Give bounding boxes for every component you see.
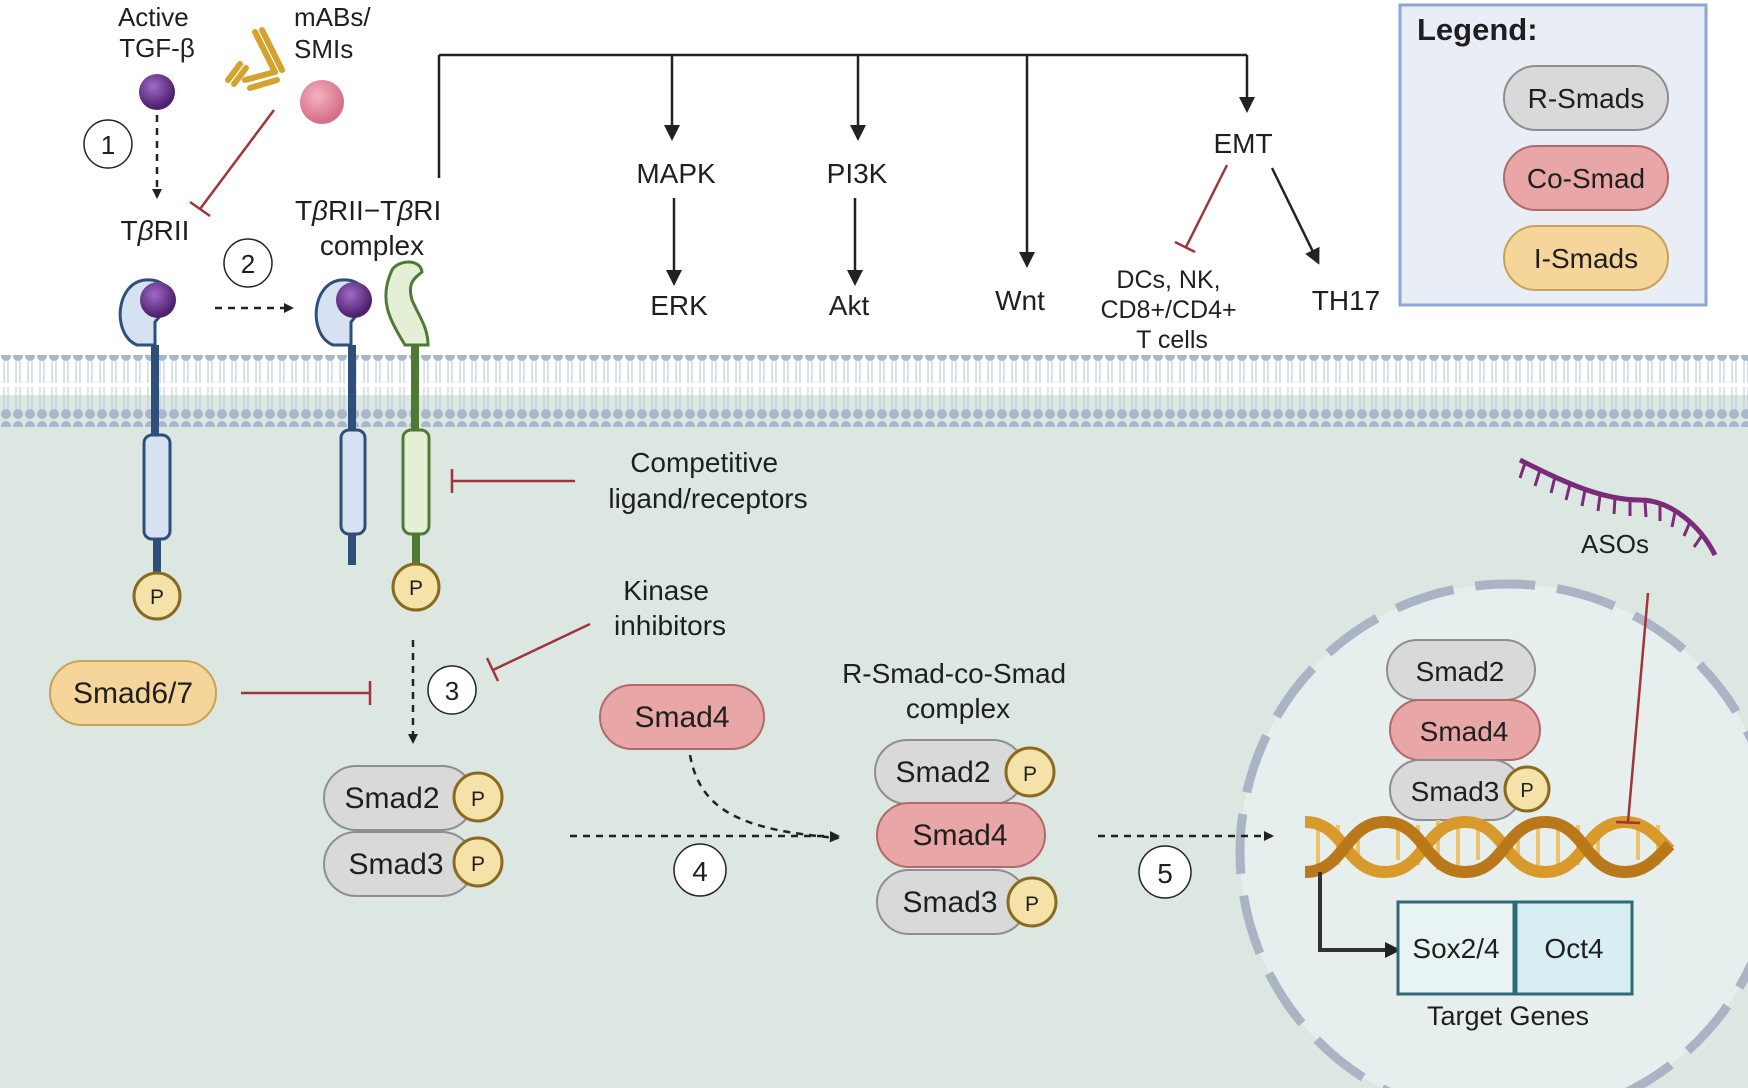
legend-item-i-smads: I-Smads: [1503, 225, 1669, 291]
complex-smad2-pill: Smad2 P: [874, 739, 1056, 805]
rsmad-complex-label: R-Smad-co-Smad complex: [842, 658, 1074, 724]
svg-text:1: 1: [101, 130, 115, 160]
competitive-inhibition: [450, 469, 575, 493]
immune-cells-label: DCs, NK, CD8+/CD4+ T cells: [1100, 266, 1243, 354]
svg-text:P: P: [150, 586, 164, 609]
mapk-label: MAPK: [636, 158, 716, 189]
nuclear-smad4-pill: Smad4: [1389, 699, 1541, 761]
asos-label: ASOs: [1581, 529, 1649, 559]
svg-text:P: P: [471, 788, 485, 811]
legend-item-co-smad: Co-Smad: [1503, 145, 1669, 211]
legend-title: Legend:: [1417, 12, 1538, 47]
svg-text:Smad4: Smad4: [634, 701, 729, 734]
svg-text:Smad3: Smad3: [1411, 776, 1500, 807]
svg-text:Smad2: Smad2: [344, 782, 439, 815]
step-3-marker: 3: [427, 665, 477, 715]
svg-text:5: 5: [1157, 858, 1173, 889]
step-4-marker: 4: [673, 843, 727, 897]
mabs-inhibition: [189, 109, 276, 218]
emt-label: EMT: [1213, 128, 1272, 159]
tbri-receptor-complex: P: [384, 260, 441, 612]
competitive-ligand-label: Competitive ligand/receptors: [608, 447, 807, 514]
svg-text:Smad6/7: Smad6/7: [73, 677, 193, 710]
svg-text:P: P: [471, 853, 485, 876]
tbrii-receptor-complex: [314, 278, 372, 565]
svg-text:Smad3: Smad3: [348, 848, 443, 881]
tbrii-receptor-left: P: [118, 278, 182, 621]
erk-label: ERK: [650, 290, 708, 321]
kinase-inhibition: [485, 622, 591, 682]
svg-text:R-Smads: R-Smads: [1528, 83, 1645, 114]
akt-label: Akt: [829, 290, 870, 321]
step-1-marker: 1: [83, 119, 133, 169]
svg-text:P: P: [1023, 763, 1037, 786]
aso-strand: [1518, 457, 1718, 557]
nuclear-smad2-pill: Smad2: [1386, 639, 1536, 701]
svg-text:P: P: [1025, 893, 1039, 916]
gene-sox2-4: Sox2/4: [1396, 900, 1516, 996]
antibody-icon: [225, 27, 285, 91]
smad67-pill: Smad6/7: [49, 660, 217, 726]
svg-text:Co-Smad: Co-Smad: [1527, 163, 1645, 194]
receptor-complex-label: TβRII−TβRI complex: [295, 195, 449, 261]
complex-smad4-pill: Smad4: [876, 802, 1046, 868]
svg-text:P: P: [1520, 780, 1533, 802]
psmad3-pill: Smad3 P: [323, 831, 504, 897]
target-genes-label: Target Genes: [1427, 1001, 1589, 1031]
step-2-marker: 2: [223, 238, 273, 288]
svg-text:4: 4: [692, 856, 708, 887]
smad67-inhibition: [241, 681, 372, 705]
nuclear-smad3-pill: Smad3 P: [1389, 759, 1551, 821]
small-molecule-inhibitor: [300, 80, 344, 124]
step-5-marker: 5: [1138, 845, 1192, 899]
legend-box: Legend: R-Smads Co-Smad I-Smads: [1398, 3, 1708, 307]
tbrii-label: TβRII: [121, 215, 190, 246]
active-tgf-beta-label: Active TGF-β: [118, 2, 196, 63]
cell-membrane: [0, 355, 1748, 427]
th17-label: TH17: [1312, 285, 1380, 316]
complex-smad3-pill: Smad3 P: [876, 869, 1058, 935]
pi3k-label: PI3K: [827, 158, 888, 189]
gene-oct4: Oct4: [1514, 900, 1634, 996]
tgf-beta-ligand: [139, 74, 175, 110]
non-canonical-branches: [437, 53, 1320, 286]
svg-text:Smad4: Smad4: [912, 819, 1007, 852]
svg-text:P: P: [409, 577, 423, 600]
mabs-smis-label: mABs/ SMIs: [294, 2, 378, 64]
smad4-free-pill: Smad4: [599, 684, 765, 750]
aso-inhibition: [1615, 592, 1650, 825]
smad4-recruit-arrow: [688, 754, 840, 843]
svg-text:2: 2: [241, 249, 255, 279]
svg-text:3: 3: [445, 676, 459, 706]
svg-text:Smad4: Smad4: [1420, 716, 1509, 747]
svg-text:Oct4: Oct4: [1544, 933, 1603, 964]
svg-text:Smad3: Smad3: [902, 886, 997, 919]
kinase-inhibitors-label: Kinase inhibitors: [614, 575, 726, 641]
svg-text:Smad2: Smad2: [895, 756, 990, 789]
svg-text:I-Smads: I-Smads: [1534, 243, 1638, 274]
svg-text:Smad2: Smad2: [1416, 656, 1505, 687]
svg-text:Sox2/4: Sox2/4: [1412, 933, 1499, 964]
emt-inhibition: [1174, 164, 1229, 254]
legend-item-r-smads: R-Smads: [1503, 65, 1669, 131]
wnt-label: Wnt: [995, 285, 1045, 316]
psmad2-pill: Smad2 P: [323, 765, 504, 831]
transcription-arrow: [1318, 872, 1401, 958]
